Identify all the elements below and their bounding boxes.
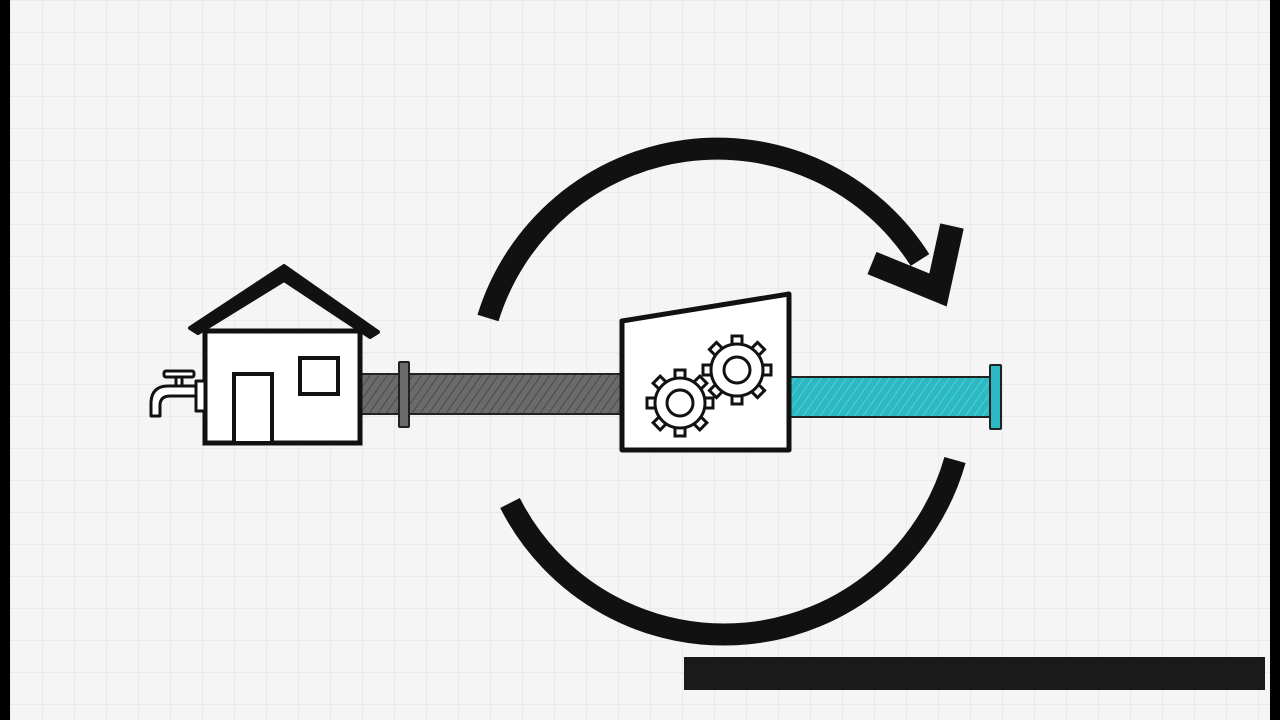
- house-door: [232, 372, 274, 445]
- tap-icon: [149, 369, 207, 418]
- gear-icon-large: [701, 334, 773, 406]
- pipe-end-flange: [989, 364, 1002, 430]
- house-window: [298, 356, 340, 396]
- pipe-flange: [398, 361, 410, 428]
- house-icon: [188, 264, 380, 446]
- clean-water-pipe: [788, 364, 1002, 430]
- cycle-arrow-icon: [477, 137, 966, 646]
- caption-bar: [684, 657, 1265, 690]
- gear-icon-small: [645, 368, 715, 438]
- gears-icon: [645, 334, 773, 438]
- wastewater-pipe: [360, 361, 622, 428]
